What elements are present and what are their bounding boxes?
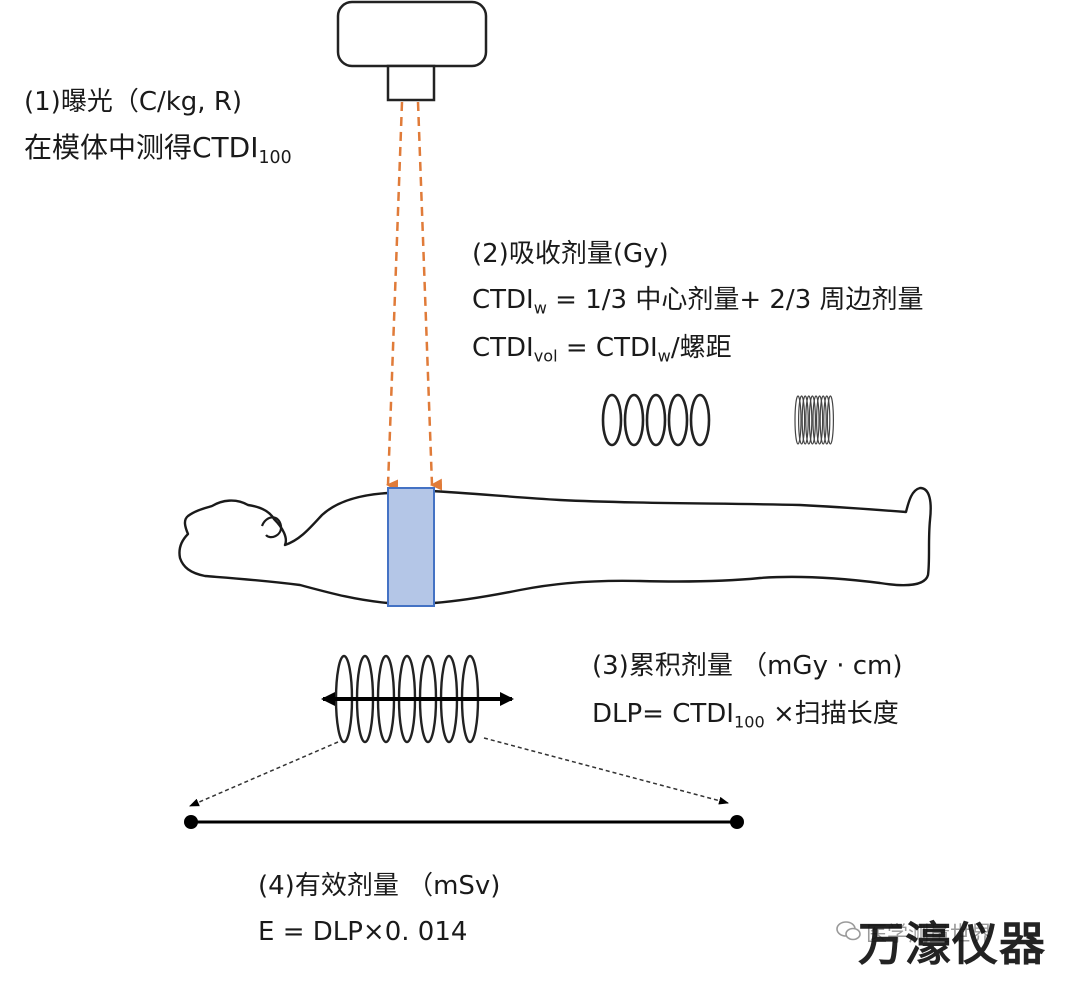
helix-coil	[805, 395, 813, 445]
wechat-icon	[836, 921, 861, 941]
helix-coil	[794, 395, 802, 445]
effective-dose-title: (4)有效剂量 （mSv)	[258, 871, 501, 901]
scan-region	[387, 487, 435, 607]
helix-coil	[623, 393, 645, 447]
patient-ear-outline	[260, 516, 283, 539]
ctdiw-formula: CTDIw = 1/3 中心剂量+ 2/3 周边剂量	[472, 285, 924, 318]
beam-arrow-left	[386, 101, 404, 492]
absorbed-dose-title: (2)吸收剂量(Gy)	[472, 239, 669, 269]
helix-coil	[815, 395, 824, 445]
helix-coil	[645, 393, 667, 447]
watermark-source: 医学测量世界	[866, 922, 992, 946]
xray-tube-housing	[336, 0, 488, 68]
exposure-formula: 在模体中测得CTDI100	[24, 131, 292, 169]
xray-tube-collimator	[386, 64, 436, 102]
scan-length-endpoint-right	[730, 815, 744, 829]
ctdivol-formula: CTDIvol = CTDIw/螺距	[472, 333, 732, 366]
expand-arrow-left	[189, 741, 339, 807]
helix-coil	[801, 395, 809, 445]
exposure-label: (1)曝光（C/kg, R)	[24, 87, 243, 117]
helix-coil	[808, 395, 817, 445]
helix-large-pitch-icon	[601, 393, 711, 447]
helix-coil	[826, 395, 835, 445]
helix-coil	[601, 393, 623, 447]
helix-coil	[812, 395, 820, 445]
dlp-formula: DLP= CTDI100 ×扫描长度	[592, 699, 899, 732]
helix-coil	[823, 395, 831, 445]
scan-length-endpoint-left	[184, 815, 198, 829]
effective-dose-formula: E = DLP×0. 014	[258, 917, 468, 947]
helix-coil	[797, 395, 806, 445]
watermark-brand: 万濠仪器	[858, 917, 1046, 971]
helix-coil	[667, 393, 689, 447]
helix-coil	[819, 395, 827, 445]
patient-body-outline	[178, 486, 932, 605]
helix-small-pitch-icon	[794, 395, 835, 445]
expand-arrow-right	[483, 737, 729, 805]
beam-arrow-right	[416, 101, 443, 491]
helix-coil	[689, 393, 711, 447]
cumulative-dose-title: (3)累积剂量 （mGy · cm)	[592, 651, 903, 681]
